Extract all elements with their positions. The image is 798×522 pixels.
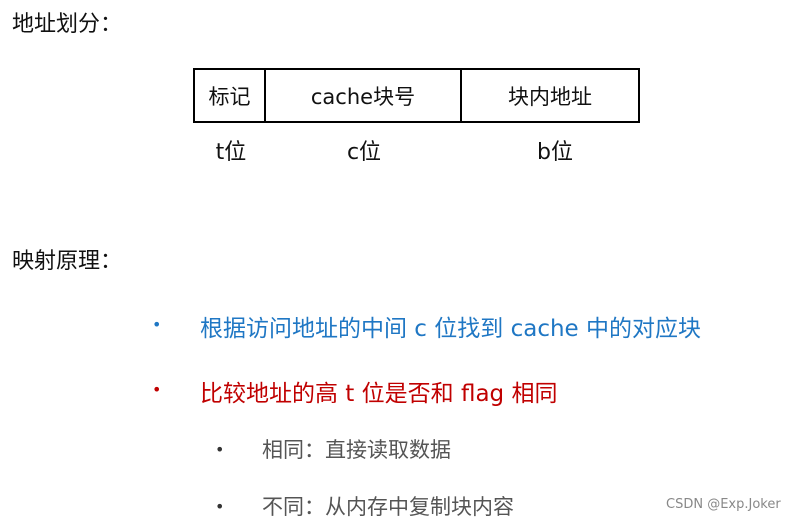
heading-address-division: 地址划分： (12, 12, 123, 37)
bullet-compare-tag: 比较地址的高 t 位是否和 flag 相同 (200, 381, 558, 407)
sub-bullet-hit: 相同：直接读取数据 (262, 438, 451, 462)
field-cache-block-number: cache块号 (266, 70, 462, 121)
bullet-icon: • (152, 380, 162, 399)
bits-label-c: c位 (346, 140, 382, 165)
sub-bullet-miss: 不同：从内存中复制块内容 (262, 495, 514, 519)
watermark: CSDN @Exp.Joker (666, 497, 781, 512)
bits-label-b: b位 (537, 140, 573, 165)
address-format-diagram: 标记 cache块号 块内地址 (193, 68, 640, 123)
bullet-icon: • (152, 315, 162, 334)
sub-bullet-icon: • (215, 440, 225, 459)
field-block-offset: 块内地址 (508, 84, 592, 109)
bits-label-t: t位 (215, 140, 247, 165)
heading-mapping-principle: 映射原理： (12, 249, 123, 274)
sub-bullet-icon: • (215, 497, 225, 516)
bullet-find-block: 根据访问地址的中间 c 位找到 cache 中的对应块 (200, 316, 702, 342)
field-tag: 标记 (195, 70, 266, 121)
